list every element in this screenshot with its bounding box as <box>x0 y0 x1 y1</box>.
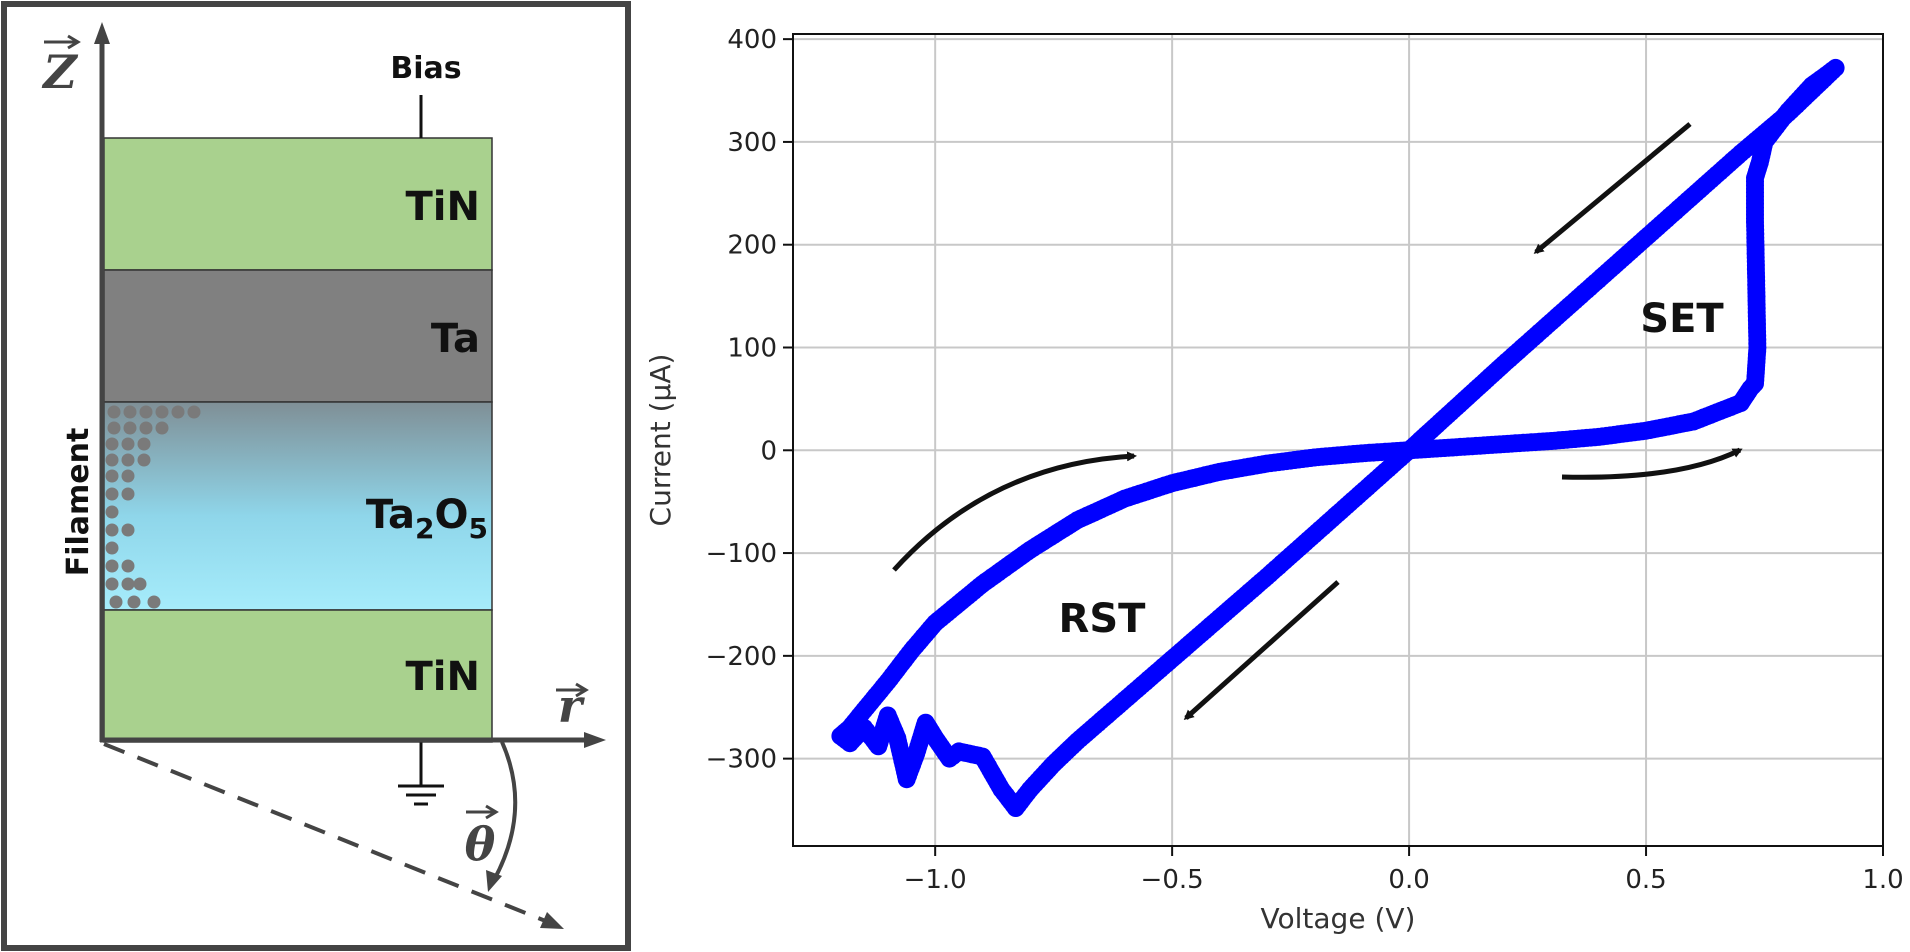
device-schematic: TiN Ta Ta2O5 TiN Bias Z r θ Filame <box>1 1 631 951</box>
y-tick-label: 100 <box>727 333 777 363</box>
arrow-down-left-upper <box>1533 122 1692 254</box>
filament-dot <box>105 559 119 573</box>
filament-dot <box>147 595 161 609</box>
arrow-curve-right <box>1561 447 1743 480</box>
theta-rotation-arrowhead <box>486 870 502 892</box>
filament-dot <box>137 437 151 451</box>
filament-dot <box>155 421 169 435</box>
arrow-curve-left <box>892 451 1137 572</box>
z-axis-label: Z <box>41 45 78 99</box>
chart-grid <box>793 34 1884 846</box>
series-line <box>838 66 1838 810</box>
z-axis-arrowhead <box>94 22 110 44</box>
iv-chart: −1.0 −0.5 0.0 0.5 1.0 −300 −200 −100 0 100 200 300… <box>644 25 1904 935</box>
filament-dot <box>105 469 119 483</box>
layer-label-tin-top: TiN <box>406 184 480 230</box>
y-tick-label: 200 <box>727 231 777 261</box>
filament-dot <box>139 405 153 419</box>
annotation-rst: RST <box>1059 596 1147 642</box>
theta-axis <box>103 742 549 924</box>
filament-dot <box>105 505 119 519</box>
x-ticks: −1.0 −0.5 0.0 0.5 1.0 <box>904 846 1904 895</box>
filament-label: Filament <box>61 428 96 577</box>
filament-dot <box>155 405 169 419</box>
filament-dot <box>123 421 137 435</box>
filament-dot <box>121 487 135 501</box>
layer-tin-bottom <box>103 609 493 743</box>
filament-dot <box>105 437 119 451</box>
filament-dot <box>105 523 119 537</box>
r-vector-arrow-icon <box>556 682 589 698</box>
layer-label-ta: Ta <box>431 316 480 362</box>
x-tick-label: 0.0 <box>1388 865 1429 895</box>
sweep-direction-arrows <box>892 122 1743 721</box>
y-tick-label: 400 <box>727 25 777 55</box>
filament-dot <box>121 523 135 537</box>
series-point <box>1400 441 1419 460</box>
x-tick-label: −1.0 <box>904 865 967 895</box>
annotation-set: SET <box>1640 296 1724 342</box>
filament-dot <box>127 595 141 609</box>
y-tick-label: 0 <box>760 436 777 466</box>
x-tick-label: −0.5 <box>1141 865 1204 895</box>
filament-dot <box>107 405 121 419</box>
y-tick-label: −100 <box>706 539 777 569</box>
filament-dot <box>137 453 151 467</box>
filament-dot <box>109 595 123 609</box>
filament-dot <box>187 405 201 419</box>
filament-dot <box>121 577 135 591</box>
filament-dot <box>107 421 121 435</box>
filament-dot <box>133 577 147 591</box>
y-tick-label: −300 <box>706 745 777 775</box>
plot-frame <box>792 33 1884 847</box>
r-axis-arrowhead <box>584 732 606 748</box>
layer-ta <box>103 269 493 403</box>
theta-axis-label: θ <box>465 817 496 871</box>
filament-dot <box>171 405 185 419</box>
filament-dot <box>105 487 119 501</box>
layer-ta2o5 <box>103 401 493 611</box>
layer-tin-top <box>103 137 493 271</box>
x-axis-label: Voltage (V) <box>1261 902 1416 935</box>
arrow-down-left-lower <box>1183 580 1340 721</box>
layer-label-ta2o5: Ta2O5 <box>366 492 488 545</box>
filament-dot <box>123 405 137 419</box>
filament-dot <box>121 469 135 483</box>
theta-vector-arrow-icon <box>466 804 499 820</box>
bias-label: Bias <box>390 51 461 86</box>
x-tick-label: 1.0 <box>1862 865 1903 895</box>
y-axis-label: Current (μA) <box>644 354 677 527</box>
theta-axis-arrowhead <box>540 912 564 929</box>
filament-dot <box>105 453 119 467</box>
filament-dot <box>121 559 135 573</box>
y-ticks: −300 −200 −100 0 100 200 300 400 <box>706 25 793 775</box>
ground-icon <box>398 742 444 806</box>
filament-dots <box>105 405 201 609</box>
y-tick-label: −200 <box>706 642 777 672</box>
series-iv-curve <box>831 58 1845 817</box>
filament-dot <box>139 421 153 435</box>
filament-dot <box>121 437 135 451</box>
theta-rotation-arc <box>492 741 518 881</box>
x-tick-label: 0.5 <box>1625 865 1666 895</box>
layer-label-tin-bottom: TiN <box>406 654 480 700</box>
y-tick-label: 300 <box>727 128 777 158</box>
filament-dot <box>105 541 119 555</box>
filament-dot <box>121 453 135 467</box>
z-vector-arrow-icon <box>44 34 81 50</box>
filament-dot <box>105 577 119 591</box>
